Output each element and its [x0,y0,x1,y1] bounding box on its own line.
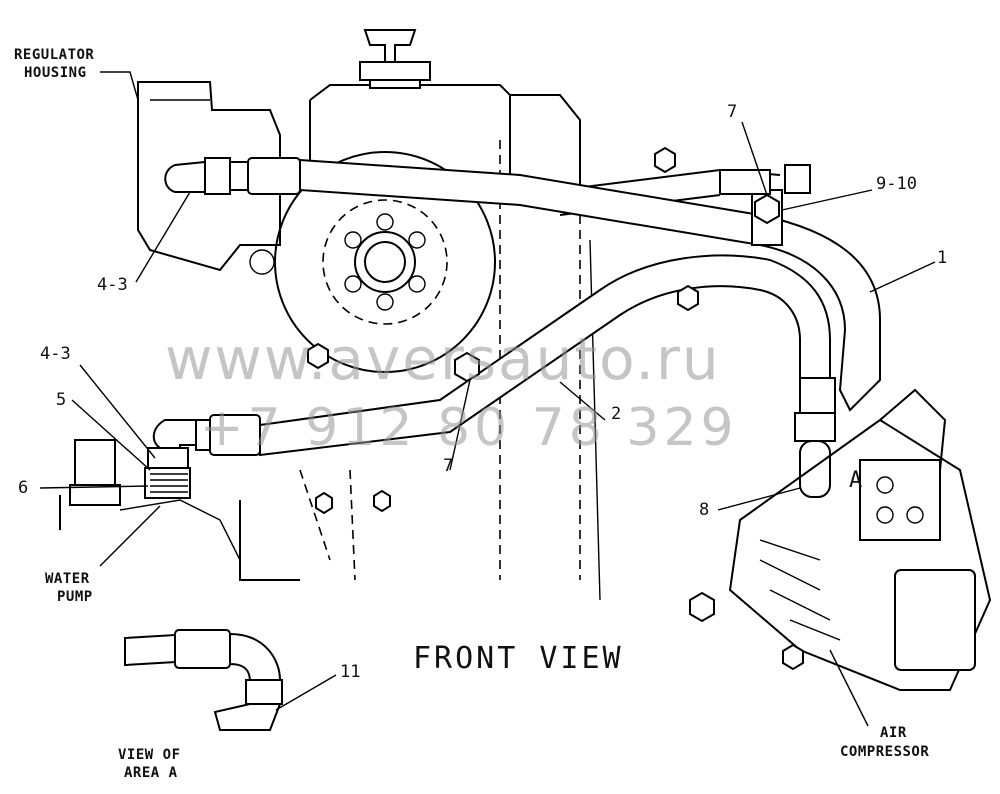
area-a-marker: A [849,468,863,493]
callout-4-3-upper: 4-3 [97,275,128,295]
water-pump-label-line2: PUMP [57,589,93,605]
callout-11: 11 [340,662,361,682]
leader-lines [39,71,936,727]
front-view-title: FRONT VIEW [413,641,624,676]
hex-bolts [307,146,804,671]
regulator-housing-label: REGULATOR [14,47,95,63]
callout-1: 1 [937,248,948,268]
callout-7-mid: 7 [443,456,454,476]
area-a-detail [124,629,283,731]
air-compressor-label: AIR [880,725,907,741]
view-of-area-a-label: VIEW OF [118,747,181,763]
regulator-housing-label-line2: HOUSING [24,65,87,81]
water-pump-label: WATER [45,571,90,587]
filler-cap [359,29,431,89]
air-compressor-label-line2: COMPRESSOR [840,744,930,760]
callout-4-3-lower: 4-3 [40,344,71,364]
hose-upper [164,157,881,412]
view-of-area-a-label-line2: AREA A [124,765,178,781]
watermark-phone: +7 912 80 78 329 [200,398,738,458]
callout-2: 2 [611,404,622,424]
pulley [274,151,496,373]
callout-9-10: 9-10 [876,174,917,194]
air-compressor-shape [728,388,992,691]
callout-6: 6 [18,478,29,498]
watermark-url: www.aversauto.ru [165,325,721,393]
callout-7-top: 7 [727,102,738,122]
water-pump-fitting [59,439,191,530]
callout-5: 5 [56,390,67,410]
callout-8: 8 [699,500,710,520]
